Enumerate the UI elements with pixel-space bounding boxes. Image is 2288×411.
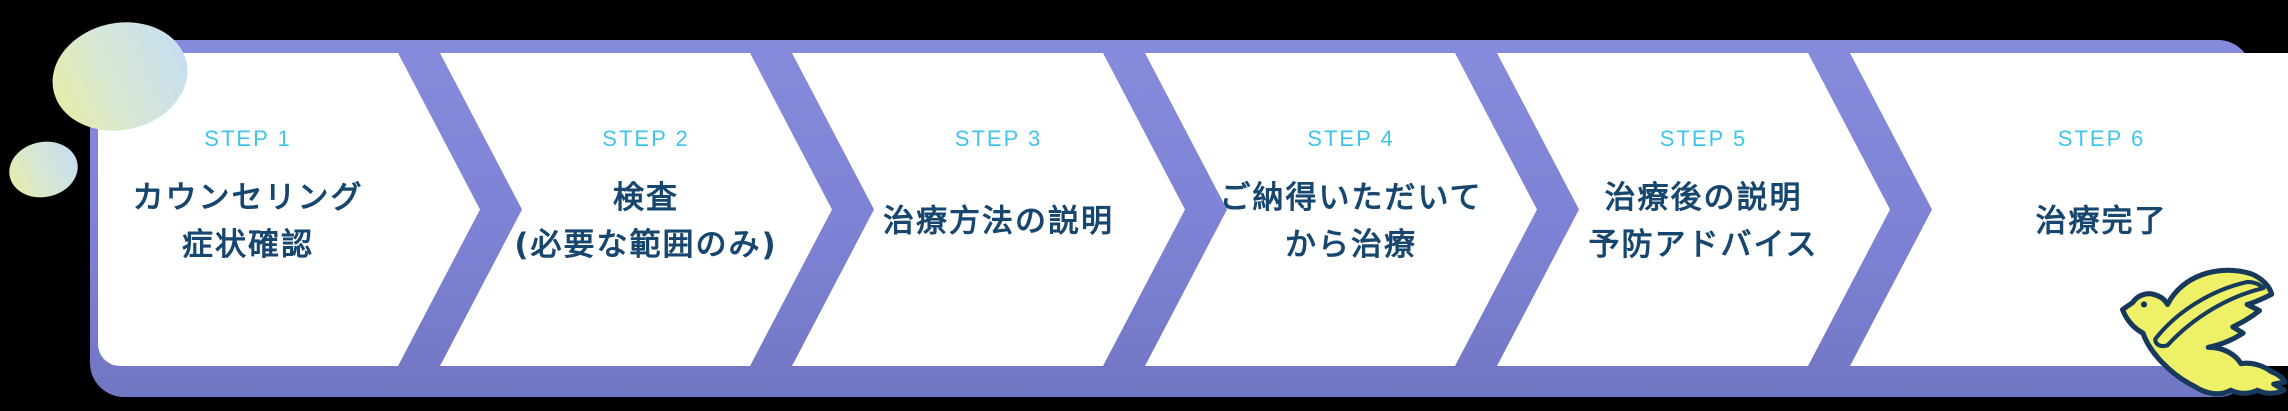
dove-icon	[2120, 267, 2288, 397]
step-5: STEP 5 治療後の説明 予防アドバイス	[1497, 53, 1890, 366]
step-number-label: STEP 2	[602, 126, 690, 151]
step-title-line: 治療完了	[2035, 203, 2168, 240]
step-3: STEP 3 治療方法の説明	[792, 53, 1185, 366]
step-title-line: 予防アドバイス	[1588, 227, 1819, 263]
step-title-line: ご納得いただいて	[1219, 180, 1483, 216]
step-number-label: STEP 6	[2057, 126, 2146, 151]
step-title: 治療完了	[1900, 199, 2288, 246]
step-title-line: カウンセリング	[132, 180, 364, 216]
step-number-label: STEP 5	[1659, 126, 1748, 151]
step-title: カウンセリング 症状確認	[98, 175, 398, 269]
step-title-line: (必要な範囲のみ)	[514, 227, 778, 263]
step-2: STEP 2 検査 (必要な範囲のみ)	[440, 53, 832, 366]
process-flow-bar: STEP 1 カウンセリング 症状確認 STEP 2 検査 (必要な範囲のみ) …	[90, 40, 2288, 397]
step-title-line: 治療後の説明	[1604, 180, 1803, 216]
step-title: 治療後の説明 予防アドバイス	[1517, 175, 1890, 269]
step-number-label: STEP 3	[954, 126, 1043, 151]
step-4: STEP 4 ご納得いただいて から治療	[1145, 53, 1537, 366]
step-title-line: から治療	[1285, 227, 1417, 263]
step-title: 治療方法の説明	[812, 199, 1185, 246]
step-title-line: 症状確認	[182, 227, 314, 263]
step-number-label: STEP 4	[1307, 126, 1395, 151]
step-number-label: STEP 1	[204, 126, 292, 151]
gradient-blob-small	[4, 135, 83, 204]
step-title-line: 検査	[613, 180, 679, 216]
step-title: 検査 (必要な範囲のみ)	[460, 175, 832, 269]
step-title: ご納得いただいて から治療	[1165, 175, 1537, 269]
step-title-line: 治療方法の説明	[883, 203, 1114, 240]
